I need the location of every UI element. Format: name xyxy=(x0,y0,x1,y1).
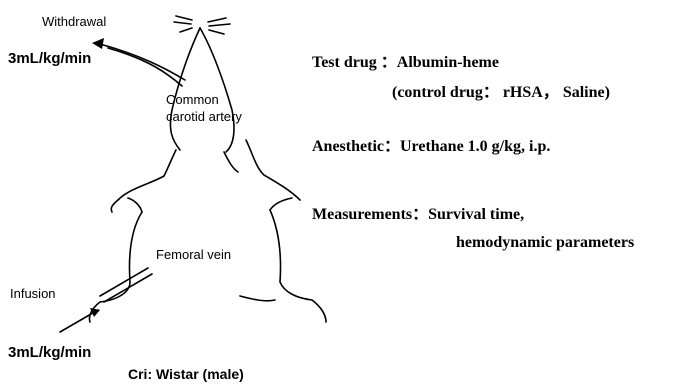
control-drug-text: (control drug： rHSA， Saline) xyxy=(392,78,610,102)
hindlimb-left xyxy=(89,282,130,322)
forelimb-left xyxy=(111,200,118,212)
hindlimb-right xyxy=(280,282,326,322)
withdrawal-rate: 3mL/kg/min xyxy=(8,50,91,67)
artery-label-line1: Common xyxy=(166,92,219,107)
whiskers-right xyxy=(208,18,230,34)
rat-head-outline xyxy=(170,28,200,150)
test-drug-text: Test drug ：Albumin-heme xyxy=(312,48,499,72)
infusion-rate: 3mL/kg/min xyxy=(8,344,91,361)
anesthetic-text: Anesthetic：Urethane 1.0 g/kg, i.p. xyxy=(312,132,550,156)
strain-label: Cri: Wistar (male) xyxy=(128,366,244,382)
body-left-side xyxy=(130,212,143,282)
body-right-side xyxy=(270,210,281,282)
infusion-catheter xyxy=(60,310,98,332)
measurements-text: Measurements：Survival time, xyxy=(312,200,524,224)
withdrawal-arrowhead xyxy=(92,38,104,49)
infusion-label: Infusion xyxy=(10,286,56,301)
measurements-cont-text: hemodynamic parameters xyxy=(456,234,634,252)
whiskers-left xyxy=(174,16,192,32)
artery-label-line2: carotid artery xyxy=(166,109,242,124)
withdrawal-label: Withdrawal xyxy=(42,14,106,29)
vein-label: Femoral vein xyxy=(156,247,231,262)
